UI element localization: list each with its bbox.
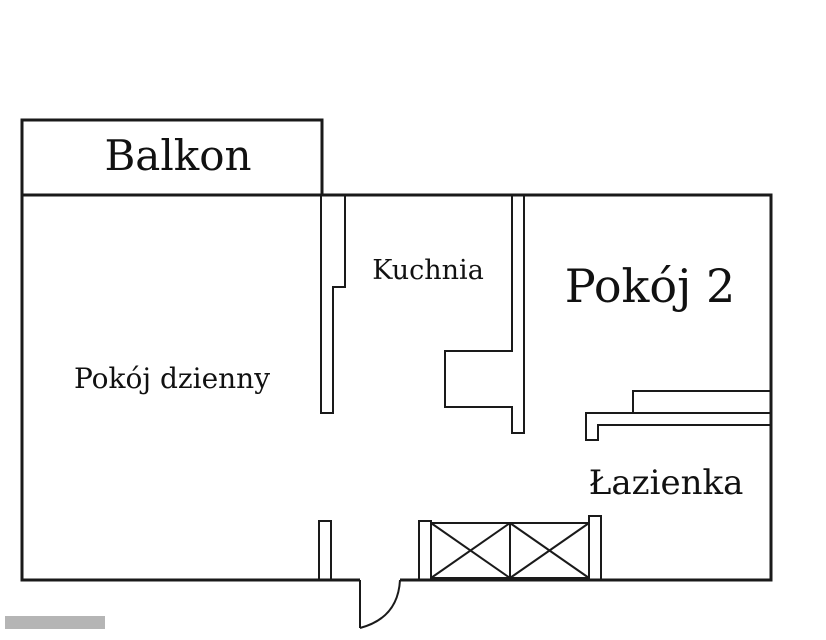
entrance-wall-stub	[318, 520, 332, 581]
label-bathroom: Łazienka	[589, 463, 744, 503]
wardrobe-x-1b	[430, 522, 511, 579]
partition-room2-bathroom	[585, 390, 772, 441]
label-living-room: Pokój dzienny	[74, 362, 270, 395]
wardrobe-x-2b	[509, 522, 590, 579]
entrance-door	[359, 579, 401, 629]
label-kitchen: Kuchnia	[372, 255, 484, 286]
partition-living-kitchen	[320, 194, 346, 414]
label-room-2: Pokój 2	[565, 259, 736, 313]
wardrobe	[418, 515, 602, 581]
outer-wall-left-top	[20, 193, 773, 582]
partition-kitchen-room2	[444, 194, 525, 434]
scale-bar	[5, 616, 105, 629]
label-balcony: Balkon	[104, 131, 251, 180]
